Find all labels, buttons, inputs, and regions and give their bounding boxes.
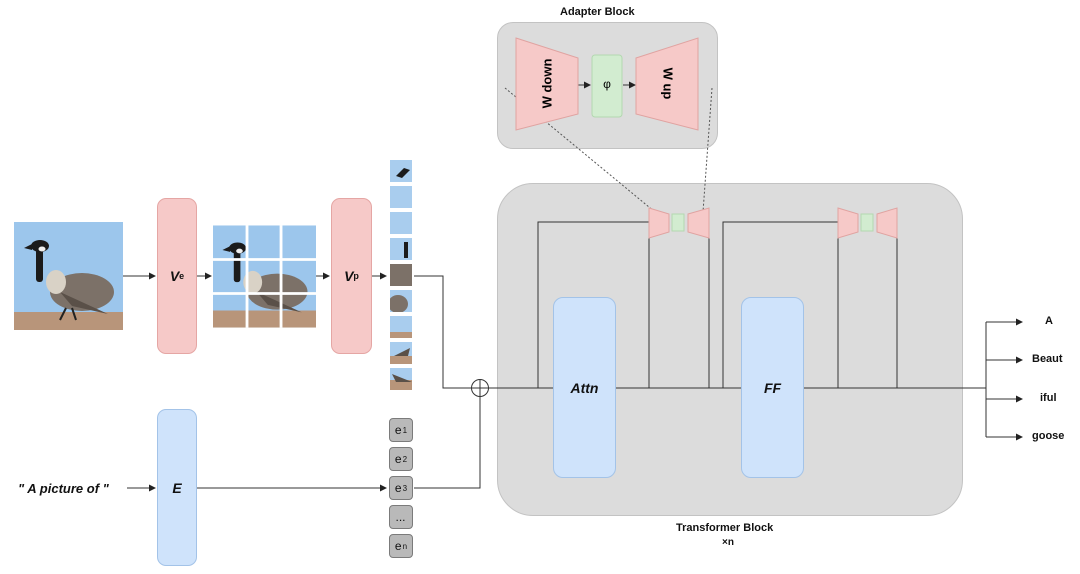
feed-forward-block: FF bbox=[741, 297, 804, 478]
patch-tile bbox=[389, 263, 413, 287]
line-column-to-sum bbox=[414, 275, 472, 389]
token-ellipsis: ... bbox=[389, 505, 413, 529]
output-token-goose: goose bbox=[1032, 430, 1065, 442]
patch-tile bbox=[389, 159, 413, 183]
adapter-block-title: Adapter Block bbox=[560, 6, 635, 18]
transformer-repeat-label: ×n bbox=[722, 537, 734, 548]
output-token-beaut: Beaut bbox=[1032, 353, 1063, 365]
prompt-text: " A picture of " bbox=[18, 481, 109, 496]
mini-adapter-ff bbox=[837, 207, 898, 239]
output-token-iful: iful bbox=[1040, 392, 1057, 404]
w-up-trapezoid bbox=[635, 37, 699, 131]
patch-tile bbox=[389, 211, 413, 235]
phi-label: φ bbox=[603, 77, 611, 91]
ff-skip-line bbox=[722, 221, 838, 388]
patch-tile bbox=[389, 367, 413, 391]
transformer-block-title: Transformer Block bbox=[676, 522, 774, 534]
patch-tile bbox=[389, 237, 413, 261]
phi-rect bbox=[591, 54, 623, 118]
w-up-label: W up bbox=[660, 67, 676, 100]
patched-goose-image bbox=[213, 224, 316, 329]
mini-adapter-attn bbox=[648, 207, 710, 239]
patch-tile bbox=[389, 185, 413, 209]
w-down-trapezoid bbox=[515, 37, 579, 131]
patch-tile bbox=[389, 289, 413, 313]
attention-block: Attn bbox=[553, 297, 616, 478]
zoom-line-right bbox=[702, 87, 713, 213]
sum-node bbox=[471, 379, 489, 397]
input-goose-image bbox=[14, 222, 123, 330]
attn-skip-line bbox=[537, 221, 649, 388]
output-token-a: A bbox=[1045, 315, 1053, 327]
w-down-label: W down bbox=[539, 58, 555, 109]
patch-tile bbox=[389, 315, 413, 339]
text-encoder-e: E bbox=[157, 409, 197, 566]
line-tokens-to-sum bbox=[414, 397, 481, 489]
patch-tile bbox=[389, 341, 413, 365]
